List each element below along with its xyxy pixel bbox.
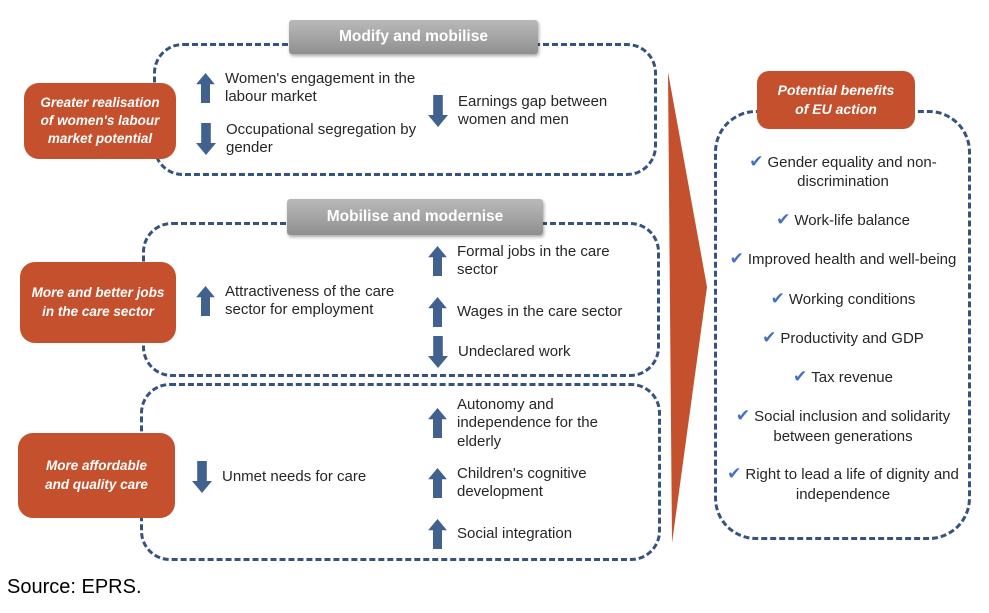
- section-2-banner-label: Mobilise and modernise: [326, 208, 504, 225]
- benefits-title: Potential benefits of EU action: [777, 82, 895, 117]
- check-icon: ✔: [727, 464, 742, 485]
- up-arrow-icon: [428, 297, 447, 327]
- section-1-label-text: Greater realisation of women's labour ma…: [40, 94, 160, 147]
- flow-item: Earnings gap between women and men: [428, 93, 648, 130]
- flow-item-text: Formal jobs in the care sector: [457, 243, 610, 279]
- check-icon: ✔: [749, 152, 764, 172]
- flow-item-text: Women's engagement in the labour market: [225, 70, 416, 106]
- flow-item-text: Attractiveness of the care sector for em…: [225, 283, 395, 319]
- up-arrow-icon: [428, 468, 447, 499]
- check-icon: ✔: [770, 288, 785, 309]
- section-2-label: More and better jobs in the care sector: [20, 262, 176, 343]
- check-icon: ✔: [793, 367, 808, 387]
- section-1-label: Greater realisation of women's labour ma…: [24, 83, 176, 159]
- flow-item-text: Children's cognitive development: [457, 465, 587, 501]
- flow-item-text: Autonomy and independence for the elderl…: [457, 396, 598, 450]
- section-2-label-text: More and better jobs in the care sector: [31, 285, 165, 319]
- up-arrow-icon: [428, 408, 447, 439]
- flow-item-text: Earnings gap between women and men: [458, 93, 608, 129]
- section-3-label: More affordable and quality care: [18, 433, 175, 518]
- flow-item: Unmet needs for care: [192, 461, 432, 493]
- benefit-text: Work-life balance: [794, 212, 910, 229]
- flow-item: Formal jobs in the care sector: [428, 243, 637, 280]
- section-2-banner: Mobilise and modernise: [287, 199, 543, 235]
- flow-item: Autonomy and independence for the elderl…: [428, 396, 632, 451]
- section-3-label-text: More affordable and quality care: [45, 458, 148, 492]
- flow-item-text: Occupational segregation by gender: [226, 121, 417, 157]
- check-icon: ✔: [776, 210, 791, 230]
- benefits-list: ✔Gender equality and non-discrimination …: [718, 152, 968, 504]
- down-arrow-icon: [428, 95, 448, 128]
- flow-item-text: Undeclared work: [458, 342, 571, 360]
- source-note: Source: EPRS.: [7, 576, 142, 598]
- up-arrow-icon: [196, 286, 215, 317]
- benefit-item: ✔Right to lead a life of dignity and ind…: [718, 464, 968, 504]
- flow-item: Attractiveness of the care sector for em…: [196, 283, 425, 320]
- benefit-item: ✔Tax revenue: [793, 367, 893, 388]
- flow-item-text: Wages in the care sector: [457, 302, 623, 320]
- benefit-item: ✔Working conditions: [771, 289, 916, 310]
- flow-item-text: Social integration: [457, 524, 573, 542]
- benefits-title-box: Potential benefits of EU action: [757, 71, 915, 129]
- down-arrow-icon: [428, 336, 448, 368]
- benefit-text: Improved health and well-being: [747, 251, 957, 269]
- up-arrow-icon: [196, 73, 215, 104]
- benefit-item: ✔Gender equality and non-discrimination: [718, 152, 968, 192]
- up-arrow-icon: [428, 519, 447, 549]
- benefit-item: ✔Social inclusion and solidarity between…: [718, 406, 968, 446]
- check-icon: ✔: [729, 249, 744, 270]
- flow-item: Women's engagement in the labour market: [196, 70, 420, 107]
- up-arrow-icon: [428, 246, 447, 277]
- section-1-banner: Modify and mobilise: [289, 20, 538, 54]
- benefit-text: Gender equality and non-discrimination: [767, 154, 937, 191]
- benefit-text: Productivity and GDP: [780, 329, 924, 347]
- benefit-text: Tax revenue: [811, 369, 893, 386]
- section-1-banner-label: Modify and mobilise: [339, 28, 488, 45]
- benefit-item: ✔Work-life balance: [776, 210, 910, 231]
- flow-item-text: Unmet needs for care: [222, 467, 367, 485]
- down-arrow-icon: [192, 461, 212, 493]
- benefit-text: Social inclusion and solidarity between …: [754, 408, 951, 445]
- benefit-item: ✔Productivity and GDP: [762, 328, 924, 349]
- flow-item: Children's cognitive development: [428, 465, 622, 502]
- benefit-item: ✔Improved health and well-being: [730, 249, 957, 270]
- check-icon: ✔: [735, 406, 751, 427]
- benefit-text: Working conditions: [788, 290, 916, 308]
- flow-item: Wages in the care sector: [428, 297, 672, 327]
- flow-item: Social integration: [428, 519, 637, 549]
- flow-item: Undeclared work: [428, 336, 638, 368]
- benefit-text: Right to lead a life of dignity and inde…: [745, 466, 959, 503]
- check-icon: ✔: [762, 327, 777, 348]
- flow-item: Occupational segregation by gender: [196, 121, 441, 158]
- down-arrow-icon: [196, 123, 216, 156]
